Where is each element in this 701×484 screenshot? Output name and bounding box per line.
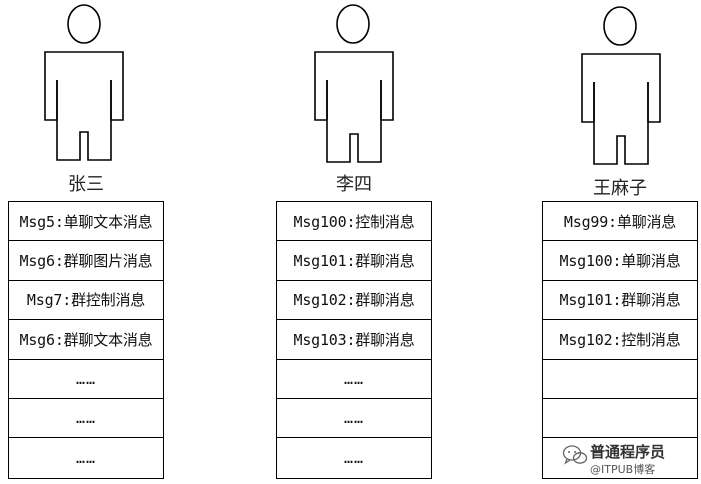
message-cell: Msg99:单聊消息: [543, 202, 697, 242]
message-cell: ……: [343, 449, 365, 468]
message-cell: ……: [9, 399, 163, 439]
message-cell: Msg7:群控制消息: [9, 281, 163, 321]
message-cell: Msg101:群聊消息: [277, 241, 431, 281]
user-name-label: 李四: [336, 174, 372, 195]
message-cell: Msg102:群聊消息: [277, 281, 431, 321]
message-cell: Msg102:控制消息: [543, 320, 697, 360]
message-cell: [543, 360, 697, 399]
message-cell: ……: [75, 449, 97, 468]
message-cell: [543, 399, 697, 439]
message-cell: Msg6:群聊文本消息: [9, 320, 163, 360]
message-cell: Msg100:单聊消息: [543, 241, 697, 281]
message-cell: ……: [277, 399, 431, 439]
message-queue: Msg100:控制消息 Msg101:群聊消息 Msg102:群聊消息 Msg1…: [276, 201, 432, 479]
message-cell: Msg103:群聊消息: [277, 320, 431, 360]
message-cell: ……: [277, 360, 431, 399]
user-name-label: 张三: [68, 174, 104, 195]
watermark-subtitle: @ITPUB博客: [590, 463, 656, 476]
user-name-label: 王麻子: [593, 178, 647, 199]
message-cell: Msg5:单聊文本消息: [9, 202, 163, 242]
message-cell: Msg6:群聊图片消息: [9, 241, 163, 281]
watermark-title: 普通程序员: [590, 443, 666, 461]
watermark: 普通程序员 @ITPUB博客: [560, 440, 700, 480]
message-cell: Msg100:控制消息: [277, 202, 431, 242]
person-icon: [314, 4, 394, 163]
message-queue: Msg5:单聊文本消息 Msg6:群聊图片消息 Msg7:群控制消息 Msg6:…: [8, 201, 164, 479]
person-icon: [581, 6, 661, 165]
wechat-icon: [562, 445, 588, 465]
message-cell: Msg101:群聊消息: [543, 281, 697, 321]
message-queue: Msg99:单聊消息 Msg100:单聊消息 Msg101:群聊消息 Msg10…: [542, 201, 698, 479]
message-cell: ……: [9, 360, 163, 399]
person-icon: [44, 4, 124, 161]
